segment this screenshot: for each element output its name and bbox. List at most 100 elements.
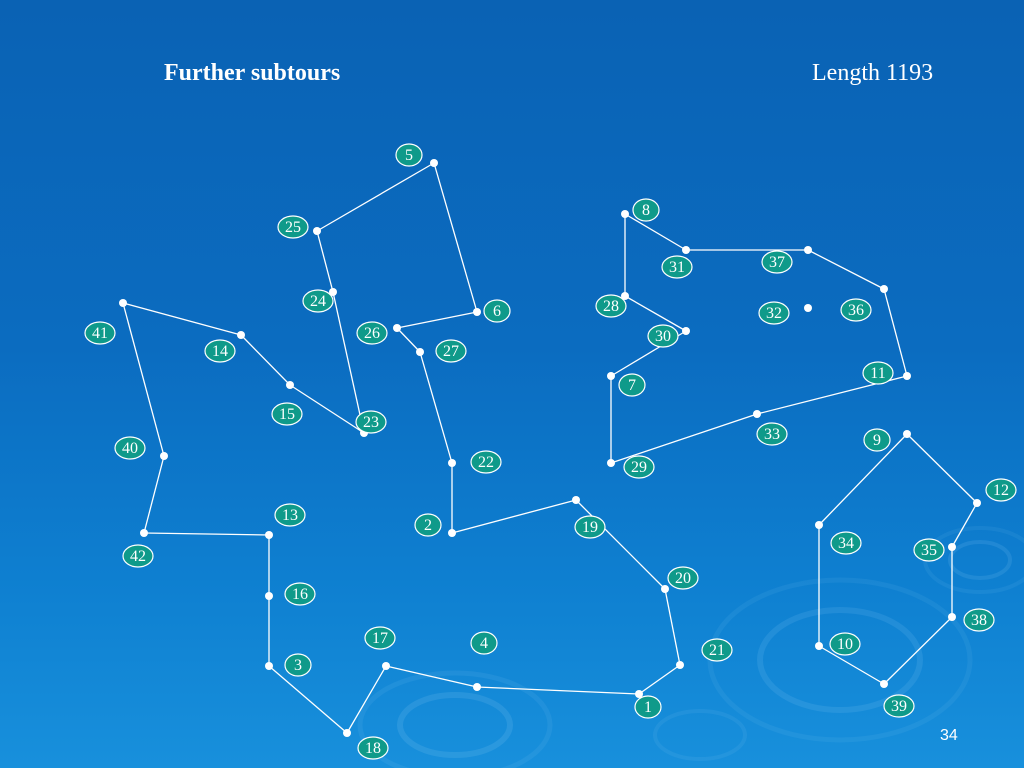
- node-label-badge: [661, 255, 693, 279]
- node-label-1: 1: [634, 695, 662, 719]
- node-label-text: 40: [122, 440, 138, 457]
- node-label-text: 11: [870, 365, 885, 382]
- node-label-text: 24: [310, 293, 326, 310]
- node-label-29: 29: [623, 455, 655, 479]
- node-label-32: 32: [758, 301, 790, 325]
- node-label-26: 26: [356, 321, 388, 345]
- node-label-text: 3: [294, 657, 302, 674]
- node-point-7: [607, 372, 615, 380]
- node-point-37: [804, 246, 812, 254]
- node-label-badge: [395, 143, 423, 167]
- node-label-text: 27: [443, 343, 459, 360]
- node-label-22: 22: [470, 450, 502, 474]
- node-label-badge: [758, 301, 790, 325]
- node-point-30: [682, 327, 690, 335]
- node-label-9: 9: [863, 428, 891, 452]
- node-label-25: 25: [277, 215, 309, 239]
- tour-length-label: Length 1193: [812, 60, 934, 86]
- node-label-text: 6: [493, 303, 501, 320]
- edge-15-14: [240, 334, 291, 386]
- node-label-badge: [84, 321, 116, 345]
- node-label-badge: [618, 373, 646, 397]
- node-label-text: 23: [363, 414, 379, 431]
- node-label-badge: [435, 339, 467, 363]
- node-label-badge: [355, 410, 387, 434]
- node-label-7: 7: [618, 373, 646, 397]
- node-point-2: [448, 529, 456, 537]
- node-label-text: 14: [212, 343, 228, 360]
- edge-21-20: [664, 588, 681, 666]
- node-label-28: 28: [595, 294, 627, 318]
- node-label-text: 2: [424, 517, 432, 534]
- node-label-33: 33: [756, 422, 788, 446]
- edge-17-4: [385, 665, 478, 688]
- node-label-text: 38: [971, 612, 987, 629]
- node-label-text: 1: [644, 699, 652, 716]
- edge-25-24: [316, 230, 334, 293]
- node-label-text: 5: [405, 147, 413, 164]
- node-label-badge: [271, 402, 303, 426]
- node-label-badge: [302, 289, 334, 313]
- edge-1-21: [638, 664, 681, 695]
- node-label-text: 10: [837, 636, 853, 653]
- node-label-38: 38: [963, 608, 995, 632]
- node-label-text: 21: [709, 642, 725, 659]
- node-point-42: [140, 529, 148, 537]
- node-label-5: 5: [395, 143, 423, 167]
- node-label-badge: [963, 608, 995, 632]
- node-label-badge: [667, 566, 699, 590]
- tour-nodes: [119, 159, 981, 737]
- node-label-badge: [830, 531, 862, 555]
- node-label-text: 13: [282, 507, 298, 524]
- node-label-badge: [483, 299, 511, 323]
- node-label-badge: [862, 361, 894, 385]
- node-label-text: 42: [130, 548, 146, 565]
- edge-33-29: [610, 413, 758, 464]
- node-label-34: 34: [830, 531, 862, 555]
- node-label-41: 41: [84, 321, 116, 345]
- node-label-text: 39: [891, 698, 907, 715]
- node-label-badge: [114, 436, 146, 460]
- edge-3-18: [268, 665, 348, 734]
- node-point-5: [430, 159, 438, 167]
- node-label-16: 16: [284, 582, 316, 606]
- node-label-badge: [364, 626, 396, 650]
- node-label-39: 39: [883, 694, 915, 718]
- node-label-text: 31: [669, 259, 685, 276]
- node-point-22: [448, 459, 456, 467]
- node-label-badge: [574, 515, 606, 539]
- node-label-text: 7: [628, 377, 636, 394]
- node-label-text: 30: [655, 328, 671, 345]
- node-label-badge: [470, 450, 502, 474]
- node-label-19: 19: [574, 515, 606, 539]
- node-label-text: 22: [478, 454, 494, 471]
- node-point-16: [265, 592, 273, 600]
- node-label-badge: [623, 455, 655, 479]
- edge-20-19: [575, 499, 666, 590]
- node-label-badge: [632, 198, 660, 222]
- node-label-badge: [284, 653, 312, 677]
- node-point-41: [119, 299, 127, 307]
- node-label-2: 2: [414, 513, 442, 537]
- node-label-badge: [274, 503, 306, 527]
- node-label-text: 8: [642, 202, 650, 219]
- edge-34-9: [818, 433, 908, 526]
- node-point-17: [382, 662, 390, 670]
- node-point-35: [948, 543, 956, 551]
- node-label-31: 31: [661, 255, 693, 279]
- node-label-badge: [756, 422, 788, 446]
- edge-19-2: [451, 499, 577, 534]
- edge-18-17: [346, 665, 387, 734]
- node-label-text: 26: [364, 325, 380, 342]
- edge-9-12: [906, 433, 978, 504]
- edge-14-41: [122, 302, 242, 336]
- edge-41-40: [122, 302, 165, 457]
- node-label-13: 13: [274, 503, 306, 527]
- node-point-33: [753, 410, 761, 418]
- edge-12-35: [951, 502, 978, 548]
- node-point-39: [880, 680, 888, 688]
- node-point-28: [621, 292, 629, 300]
- node-label-text: 41: [92, 325, 108, 342]
- node-label-30: 30: [647, 324, 679, 348]
- node-point-18: [343, 729, 351, 737]
